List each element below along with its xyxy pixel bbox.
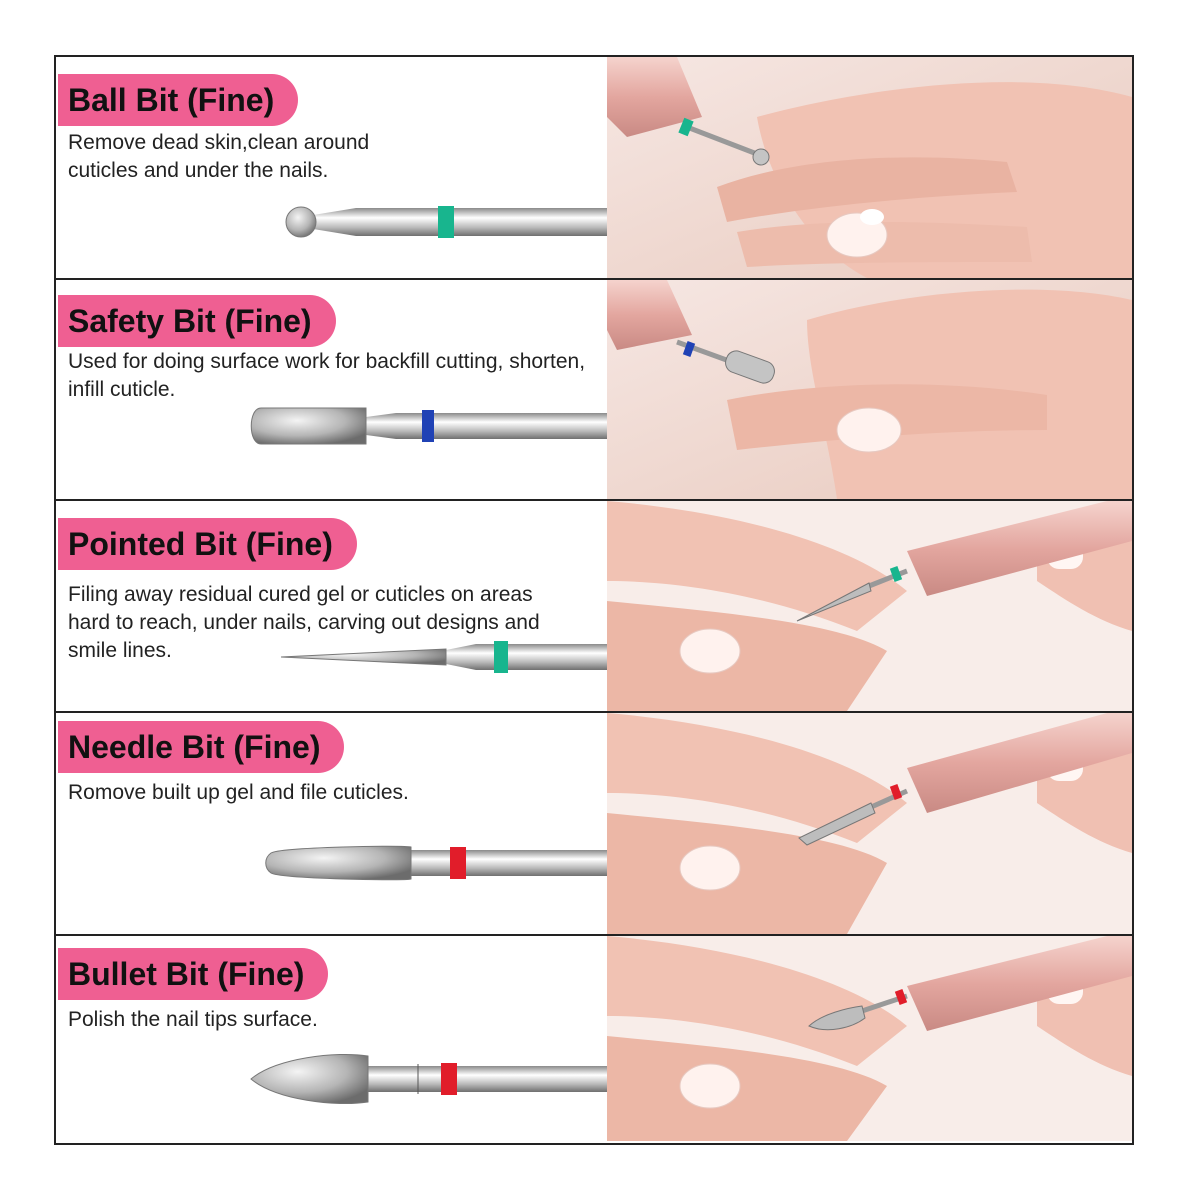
fingertip-photo [607,501,1132,711]
bit-description: Filing away residual cured gel or cuticl… [68,583,540,662]
bit-row-ball: Ball Bit (Fine) Remove dead skin,clean a… [56,57,1132,280]
info-panel: Pointed Bit (Fine) Filing away residual … [56,501,607,711]
fingertip-photo [607,936,1132,1143]
bit-description: Used for doing surface work for backfill… [68,350,586,401]
bit-title: Pointed Bit (Fine) [58,518,357,570]
fingertip-photo [607,57,1132,278]
bullet-bit-icon [250,1054,607,1104]
bit-title: Bullet Bit (Fine) [58,948,329,1000]
fingertip-photo [607,280,1132,499]
bit-row-bullet: Bullet Bit (Fine) Polish the nail tips s… [56,936,1132,1143]
info-panel: Needle Bit (Fine) Romove built up gel an… [56,713,607,934]
product-frame: Ball Bit (Fine) Remove dead skin,clean a… [54,55,1134,1145]
bit-title: Ball Bit (Fine) [58,74,299,126]
bit-description: Romove built up gel and file cuticles. [68,781,409,804]
safety-bit-icon [250,407,607,445]
info-panel: Safety Bit (Fine) Used for doing surface… [56,280,607,499]
bit-row-pointed: Pointed Bit (Fine) Filing away residual … [56,501,1132,713]
bit-row-needle: Needle Bit (Fine) Romove built up gel an… [56,713,1132,936]
bit-title: Safety Bit (Fine) [58,295,336,347]
info-panel: Bullet Bit (Fine) Polish the nail tips s… [56,936,607,1143]
bit-row-safety: Safety Bit (Fine) Used for doing surface… [56,280,1132,501]
info-panel: Ball Bit (Fine) Remove dead skin,clean a… [56,57,607,278]
bit-title: Needle Bit (Fine) [58,721,345,773]
fingertip-photo [607,713,1132,934]
pointed-bit-icon [280,641,607,673]
bit-description: Polish the nail tips surface. [68,1008,318,1031]
needle-bit-icon [265,845,607,881]
bit-description: Remove dead skin,clean around cuticles a… [68,131,370,182]
ball-bit-icon [285,206,607,238]
